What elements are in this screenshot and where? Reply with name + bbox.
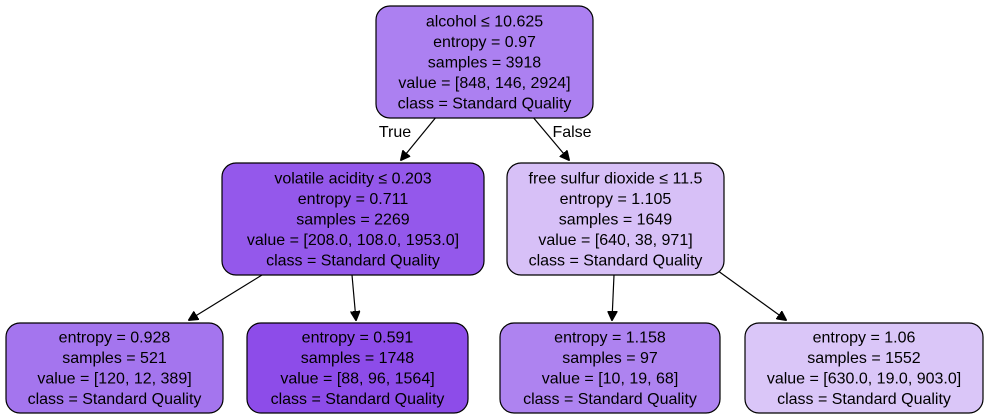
node-text-line: class = Standard Quality xyxy=(398,95,572,112)
node-text-line: class = Standard Quality xyxy=(523,391,697,408)
node-text-line: value = [848, 146, 2924] xyxy=(398,75,570,92)
node-box xyxy=(506,162,725,276)
nodes-layer: alcohol ≤ 10.625 entropy = 0.97 samples = … xyxy=(5,5,984,414)
node-text-line: class = Standard Quality xyxy=(777,391,951,408)
node-text-line: samples = 521 xyxy=(62,350,167,367)
edge-left-to-left-left xyxy=(189,274,263,320)
edge-right-to-right-right xyxy=(713,267,786,320)
node-text-line: class = Standard Quality xyxy=(529,252,703,269)
node-text-line: entropy = 1.105 xyxy=(560,191,672,208)
edges-layer: True False xyxy=(189,115,786,320)
node-text-line: class = Standard Quality xyxy=(271,391,445,408)
tree-node-right-right: entropy = 1.06 samples = 1552 value = [630… xyxy=(744,322,984,414)
node-text-line: value = [640, 38, 971] xyxy=(538,232,692,249)
edge-label: False xyxy=(552,124,591,141)
edge-arrow xyxy=(401,115,438,160)
tree-node-right: free sulfur dioxide ≤ 11.5 entropy = 1.10… xyxy=(506,162,725,276)
node-text-line: value = [88, 96, 1564] xyxy=(280,371,434,388)
node-text-line: entropy = 0.711 xyxy=(298,191,409,208)
node-text-line: samples = 1552 xyxy=(807,350,921,367)
edge-right-to-right-left xyxy=(612,274,614,320)
node-text-line: entropy = 0.97 xyxy=(433,34,536,51)
node-text-line: entropy = 0.928 xyxy=(59,330,171,347)
node-box xyxy=(221,162,485,276)
node-box xyxy=(744,322,984,414)
tree-node-left-right: entropy = 0.591 samples = 1748 value = [88… xyxy=(246,322,469,414)
node-text-line: alcohol ≤ 10.625 xyxy=(426,13,543,30)
tree-node-right-left: entropy = 1.158 samples = 97 value = [10, … xyxy=(499,322,721,414)
node-text-line: entropy = 1.06 xyxy=(813,330,916,347)
node-text-line: value = [10, 19, 68] xyxy=(542,371,679,388)
node-text-line: samples = 2269 xyxy=(296,211,410,228)
node-text-line: volatile acidity ≤ 0.203 xyxy=(274,170,431,187)
tree-node-root: alcohol ≤ 10.625 entropy = 0.97 samples = … xyxy=(375,5,594,119)
edge-arrow xyxy=(531,115,569,160)
node-box xyxy=(499,322,721,414)
node-box xyxy=(246,322,469,414)
node-text-line: samples = 1748 xyxy=(301,350,415,367)
node-text-line: samples = 3918 xyxy=(428,54,542,71)
edge-label: True xyxy=(379,124,411,141)
node-text-line: value = [630.0, 19.0, 903.0] xyxy=(767,371,961,388)
tree-node-left: volatile acidity ≤ 0.203 entropy = 0.711 s… xyxy=(221,162,485,276)
tree-node-left-left: entropy = 0.928 samples = 521 value = [120… xyxy=(5,322,224,414)
node-text-line: class = Standard Quality xyxy=(266,252,440,269)
node-box xyxy=(5,322,224,414)
edge-left-to-left-right xyxy=(352,274,356,320)
edge-arrow xyxy=(352,274,356,320)
node-text-line: entropy = 0.591 xyxy=(302,330,414,347)
node-text-line: entropy = 1.158 xyxy=(554,330,666,347)
node-text-line: free sulfur dioxide ≤ 11.5 xyxy=(529,170,703,187)
node-text-line: samples = 1649 xyxy=(559,211,673,228)
edge-arrow xyxy=(612,274,614,320)
node-text-line: samples = 97 xyxy=(562,350,658,367)
edge-arrow xyxy=(189,274,263,320)
node-box xyxy=(375,5,594,119)
node-text-line: value = [120, 12, 389] xyxy=(37,371,191,388)
node-text-line: class = Standard Quality xyxy=(28,391,202,408)
edge-root-to-right: False xyxy=(531,115,592,160)
edge-root-to-left: True xyxy=(379,115,438,160)
edge-arrow xyxy=(713,267,786,320)
node-text-line: value = [208.0, 108.0, 1953.0] xyxy=(247,232,459,249)
